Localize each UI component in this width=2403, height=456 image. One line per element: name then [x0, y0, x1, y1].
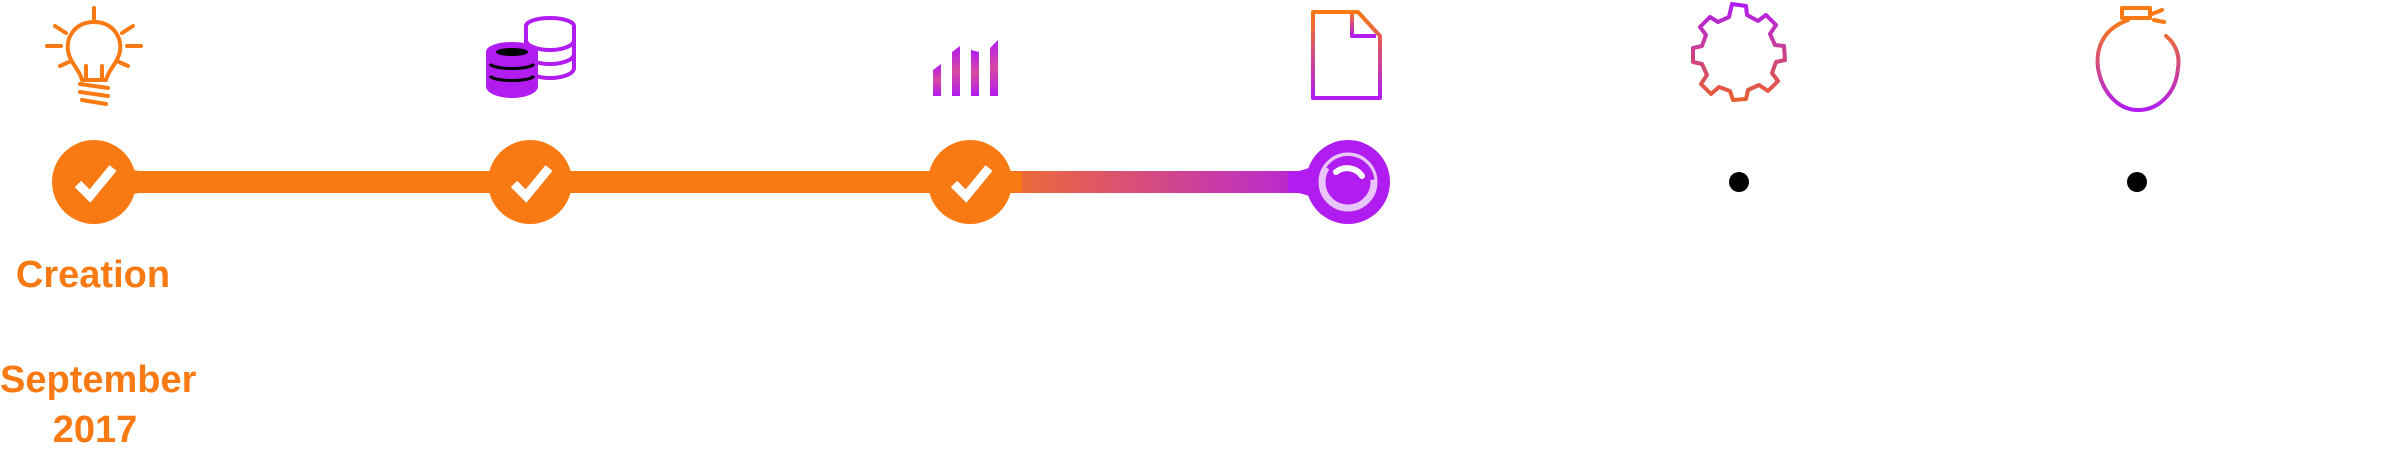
timeline-node-5[interactable]: [1729, 172, 1749, 192]
timeline-node-6[interactable]: [2127, 172, 2147, 192]
checkmark-icon: [510, 165, 553, 203]
step-date: September 2017: [0, 359, 197, 451]
step-title: Creation: [15, 254, 171, 296]
progress-track: [96, 160, 1348, 204]
money-bag-icon: [2095, 6, 2181, 112]
checkmark-icon: [950, 165, 993, 203]
gear-icon: [1691, 2, 1787, 102]
timeline-node-4[interactable]: [1306, 140, 1390, 224]
checkmark-icon: [74, 165, 117, 203]
loading-spinner-icon: [1326, 156, 1375, 181]
document-icon: [1311, 10, 1382, 100]
timeline-node-3[interactable]: [928, 140, 1012, 224]
coins-stack-icon: [486, 16, 576, 99]
lightbulb-icon: [45, 6, 143, 106]
timeline-node-2[interactable]: [488, 140, 572, 224]
timeline-node-1[interactable]: [52, 140, 136, 224]
bar-chart-icon: [933, 40, 998, 96]
